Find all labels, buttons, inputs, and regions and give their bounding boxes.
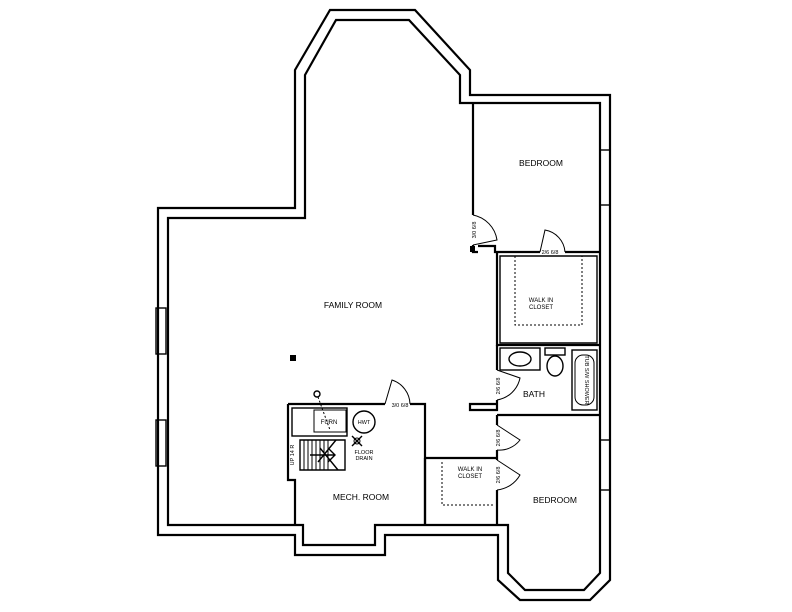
window-east-upper <box>599 149 611 206</box>
door-label-bedroom-upper: 3/0 6/8 <box>472 222 478 239</box>
tub-basin <box>574 354 595 406</box>
bath-fixtures <box>499 347 598 411</box>
door-mech-room <box>384 379 411 405</box>
door-label-closet-lower: 2/6 6/8 <box>496 467 502 484</box>
room-label-closet-lower-1: WALK IN <box>458 467 482 473</box>
doors <box>384 214 566 491</box>
room-label-mech-room: MECH. ROOM <box>333 492 389 502</box>
door-label-mech-room: 3/0 6/8 <box>392 403 409 409</box>
room-label-closet-upper-1: WALK IN <box>529 298 553 304</box>
interior-walls <box>286 103 600 525</box>
windows <box>155 149 611 491</box>
door-label-bath: 2/6 6/8 <box>496 378 502 395</box>
door-bedroom-lower <box>496 424 521 451</box>
floor-drain-ring <box>353 437 361 445</box>
stairs-up-label: UP 14 R <box>290 445 296 466</box>
door-bath <box>496 369 521 401</box>
column-post <box>290 355 296 361</box>
water-heater-label: HWT <box>358 420 371 426</box>
mech-fixtures <box>291 390 376 471</box>
room-label-family-room: FAMILY ROOM <box>324 300 382 310</box>
toilet-icon <box>546 355 564 377</box>
window-east-lower <box>599 439 611 491</box>
room-label-closet-lower-2: CLOSET <box>458 474 482 480</box>
room-label-closet-upper-2: CLOSET <box>529 305 553 311</box>
door-closet-lower <box>496 459 521 491</box>
sink-counter <box>499 347 541 371</box>
window-west-lower <box>155 419 167 467</box>
toilet-tank <box>544 347 566 356</box>
furnace-inner <box>313 409 347 433</box>
floor-drain-label-1: FLOOR <box>355 450 374 456</box>
stairs <box>299 439 346 471</box>
water-heater-icon <box>352 410 376 434</box>
tub-icon <box>571 349 598 411</box>
room-label-bath: BATH <box>523 389 545 399</box>
furnace-label: FURN <box>321 420 338 426</box>
floor-drain-icon <box>351 435 363 447</box>
door-label-bedroom-lower: 2/6 6/8 <box>496 430 502 447</box>
exterior-walls <box>156 8 612 602</box>
flue-line <box>317 396 331 431</box>
door-bedroom-upper <box>472 214 498 246</box>
door-label-closet-upper: 2/6 6/8 <box>542 250 559 256</box>
room-label-bedroom-upper: BEDROOM <box>519 158 563 168</box>
door-stop <box>470 246 475 252</box>
floor-drain-label-2: DRAIN <box>355 456 372 462</box>
flue-icon <box>313 390 321 398</box>
furnace-box <box>291 407 348 437</box>
window-west-upper <box>155 307 167 355</box>
room-label-bedroom-lower: BEDROOM <box>533 495 577 505</box>
door-closet-upper <box>539 229 566 253</box>
sink-icon <box>508 351 532 367</box>
tub-shower-label: TUB S/W SHOWER <box>583 355 589 404</box>
